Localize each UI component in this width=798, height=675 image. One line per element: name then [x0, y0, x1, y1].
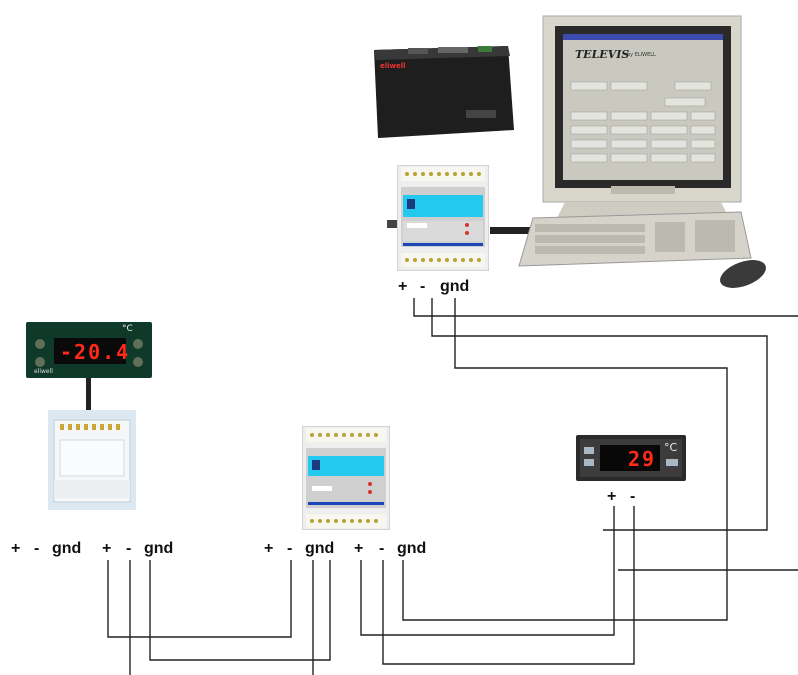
din-module-bottom-graphic	[301, 425, 391, 531]
controller-left: -20.4 °C eliwell	[26, 322, 152, 378]
wire-top-plus	[413, 298, 798, 317]
g3-minus-label: -	[287, 540, 293, 557]
wire-rc-minus	[382, 506, 635, 665]
cable-din-stub	[387, 220, 401, 228]
g2-gnd-label: gnd	[144, 540, 174, 557]
app-title: TELEVIS	[575, 48, 630, 61]
wire-g1-gnd	[149, 560, 331, 661]
g1-gnd-label: gnd	[52, 540, 82, 557]
g1-minus-label: -	[34, 540, 40, 557]
controller-right-unit: °C	[664, 441, 678, 454]
g2-minus-label: -	[126, 540, 132, 557]
relay-module-left-graphic	[48, 410, 136, 510]
top-plus-label: +	[398, 278, 408, 295]
controller-left-brand: eliwell	[34, 368, 53, 375]
g4-minus-label: -	[379, 540, 385, 557]
g2-plus-label: +	[102, 540, 112, 557]
controller-right-graphic	[576, 435, 686, 481]
g1-plus-label: +	[11, 540, 21, 557]
controller-left-graphic	[26, 322, 152, 378]
g3-gnd-label: gnd	[305, 540, 335, 557]
gateway-box-graphic	[374, 46, 514, 138]
controller-right: 29 °C	[576, 435, 686, 481]
top-minus-label: -	[420, 278, 426, 295]
wire-g1-plus	[107, 560, 292, 638]
controller-left-unit: °C	[122, 324, 133, 334]
wire-top-minus	[431, 298, 768, 531]
g4-gnd-label: gnd	[397, 540, 427, 557]
computer: TELEVIS by ELIWELL	[515, 12, 775, 294]
din-module-top	[396, 164, 490, 272]
controller-right-display: 29	[628, 447, 657, 471]
cable-top-controller	[86, 378, 91, 412]
app-subtitle: by ELIWELL	[627, 52, 656, 58]
gateway-box: eliwell	[368, 40, 516, 140]
din-module-bottom	[301, 425, 391, 531]
din-module-top-graphic	[396, 164, 490, 272]
rc-minus-label: -	[630, 488, 636, 505]
relay-module-left	[48, 410, 136, 510]
cable-din-pc	[490, 227, 548, 234]
gateway-brand: eliwell	[380, 62, 406, 70]
g4-plus-label: +	[354, 540, 364, 557]
computer-graphic	[518, 15, 766, 288]
rc-plus-label: +	[607, 488, 617, 505]
g3-plus-label: +	[264, 540, 274, 557]
wire-rc-plus	[360, 506, 615, 636]
top-gnd-label: gnd	[440, 278, 470, 295]
controller-left-display: -20.4	[60, 340, 131, 364]
wire-top-gnd	[402, 298, 728, 621]
